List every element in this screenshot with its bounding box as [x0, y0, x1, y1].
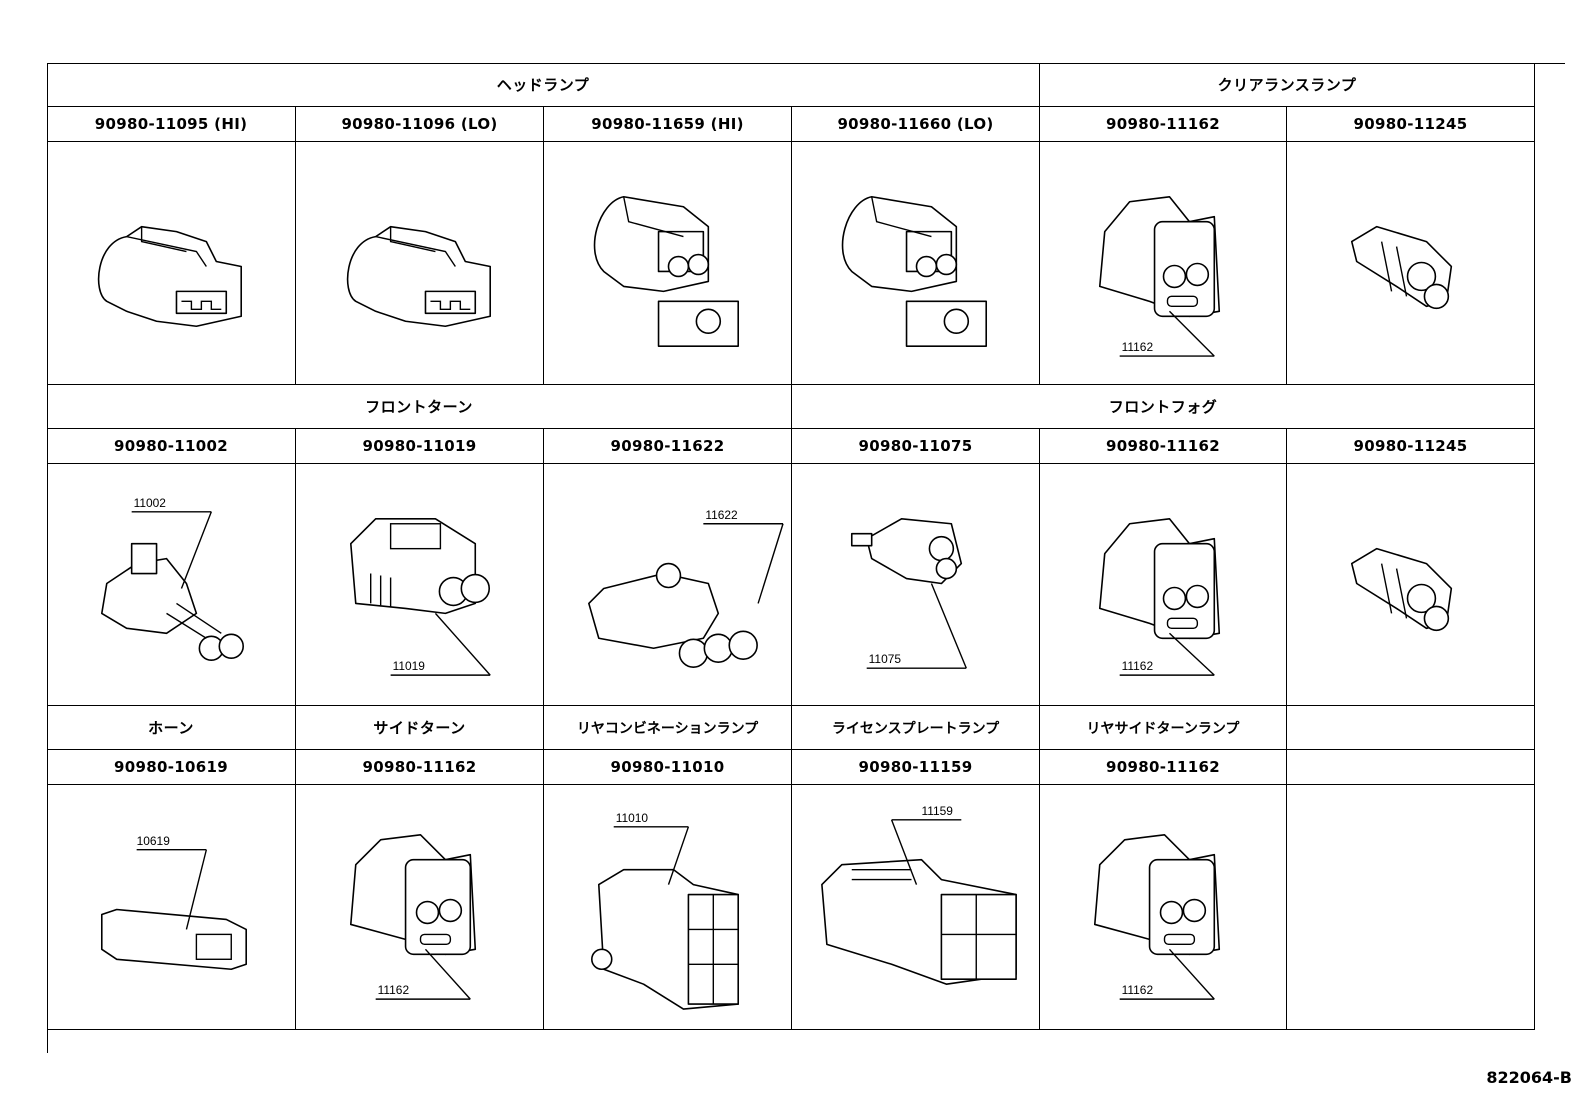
part-number: 90980-11095 (HI) — [47, 107, 296, 142]
part-number: 90980-11659 (HI) — [544, 107, 792, 142]
callout-label: 11075 — [869, 652, 902, 666]
group-header-clearance-lamp: クリアランスランプ — [1040, 63, 1535, 107]
part-number: 90980-11075 — [792, 429, 1040, 464]
part-number: 90980-11245 — [1287, 429, 1535, 464]
connector-illustration — [47, 142, 296, 385]
part-number: 90980-11245 — [1287, 107, 1535, 142]
group-header-horn: ホーン — [47, 706, 296, 750]
group-header-empty — [1287, 706, 1535, 750]
connector-illustration: 11162 — [1040, 142, 1287, 385]
connector-illustration: 11159 — [792, 785, 1040, 1030]
connector-illustration: 11019 — [296, 464, 544, 706]
group-header-front-fog: フロントフォグ — [792, 385, 1535, 429]
part-number: 90980-11010 — [544, 750, 792, 785]
callout-label: 11622 — [705, 508, 738, 522]
connector-illustration: 11010 — [544, 785, 792, 1030]
connector-illustration — [544, 142, 792, 385]
part-number: 90980-11162 — [296, 750, 544, 785]
part-number: 90980-11019 — [296, 429, 544, 464]
callout-label: 11002 — [134, 496, 167, 510]
connector-illustration — [296, 142, 544, 385]
part-number: 90980-11660 (LO) — [792, 107, 1040, 142]
connector-illustration: 10619 — [47, 785, 296, 1030]
connector-illustration: 11162 — [1040, 464, 1287, 706]
part-number — [1287, 750, 1535, 785]
part-number: 90980-11162 — [1040, 107, 1287, 142]
diagram-code: 822064-B — [1486, 1068, 1572, 1087]
connector-illustration: 11162 — [296, 785, 544, 1030]
group-header-front-turn: フロントターン — [47, 385, 792, 429]
callout-label: 11010 — [616, 811, 649, 825]
connector-illustration — [1287, 464, 1535, 706]
connector-illustration — [1287, 142, 1535, 385]
callout-label: 11162 — [1122, 659, 1154, 673]
part-number: 90980-11002 — [47, 429, 296, 464]
part-number: 90980-11162 — [1040, 750, 1287, 785]
connector-chart: ヘッドランプ クリアランスランプ 90980-11095 (HI) 90980-… — [47, 63, 1565, 1053]
connector-illustration: 11162 — [1040, 785, 1287, 1030]
connector-illustration — [792, 142, 1040, 385]
connector-illustration: 11002 — [47, 464, 296, 706]
part-number: 90980-11096 (LO) — [296, 107, 544, 142]
callout-label: 11019 — [393, 659, 426, 673]
callout-label: 11159 — [921, 804, 953, 818]
part-number: 90980-11159 — [792, 750, 1040, 785]
part-number: 90980-10619 — [47, 750, 296, 785]
group-header-rear-side-turn-lamp: リヤサイドターンランプ — [1040, 706, 1287, 750]
group-header-headlamp: ヘッドランプ — [47, 63, 1040, 107]
callout-label: 11162 — [378, 983, 410, 997]
callout-label: 10619 — [137, 834, 171, 848]
callout-label: 11162 — [1122, 340, 1154, 354]
group-header-rear-combination-lamp: リヤコンビネーションランプ — [544, 706, 792, 750]
empty-cell — [1287, 785, 1535, 1030]
part-number: 90980-11622 — [544, 429, 792, 464]
connector-illustration: 11622 — [544, 464, 792, 706]
part-number: 90980-11162 — [1040, 429, 1287, 464]
connector-illustration: 11075 — [792, 464, 1040, 706]
group-header-side-turn: サイドターン — [296, 706, 544, 750]
callout-label: 11162 — [1122, 983, 1154, 997]
group-header-license-plate-lamp: ライセンスプレートランプ — [792, 706, 1040, 750]
